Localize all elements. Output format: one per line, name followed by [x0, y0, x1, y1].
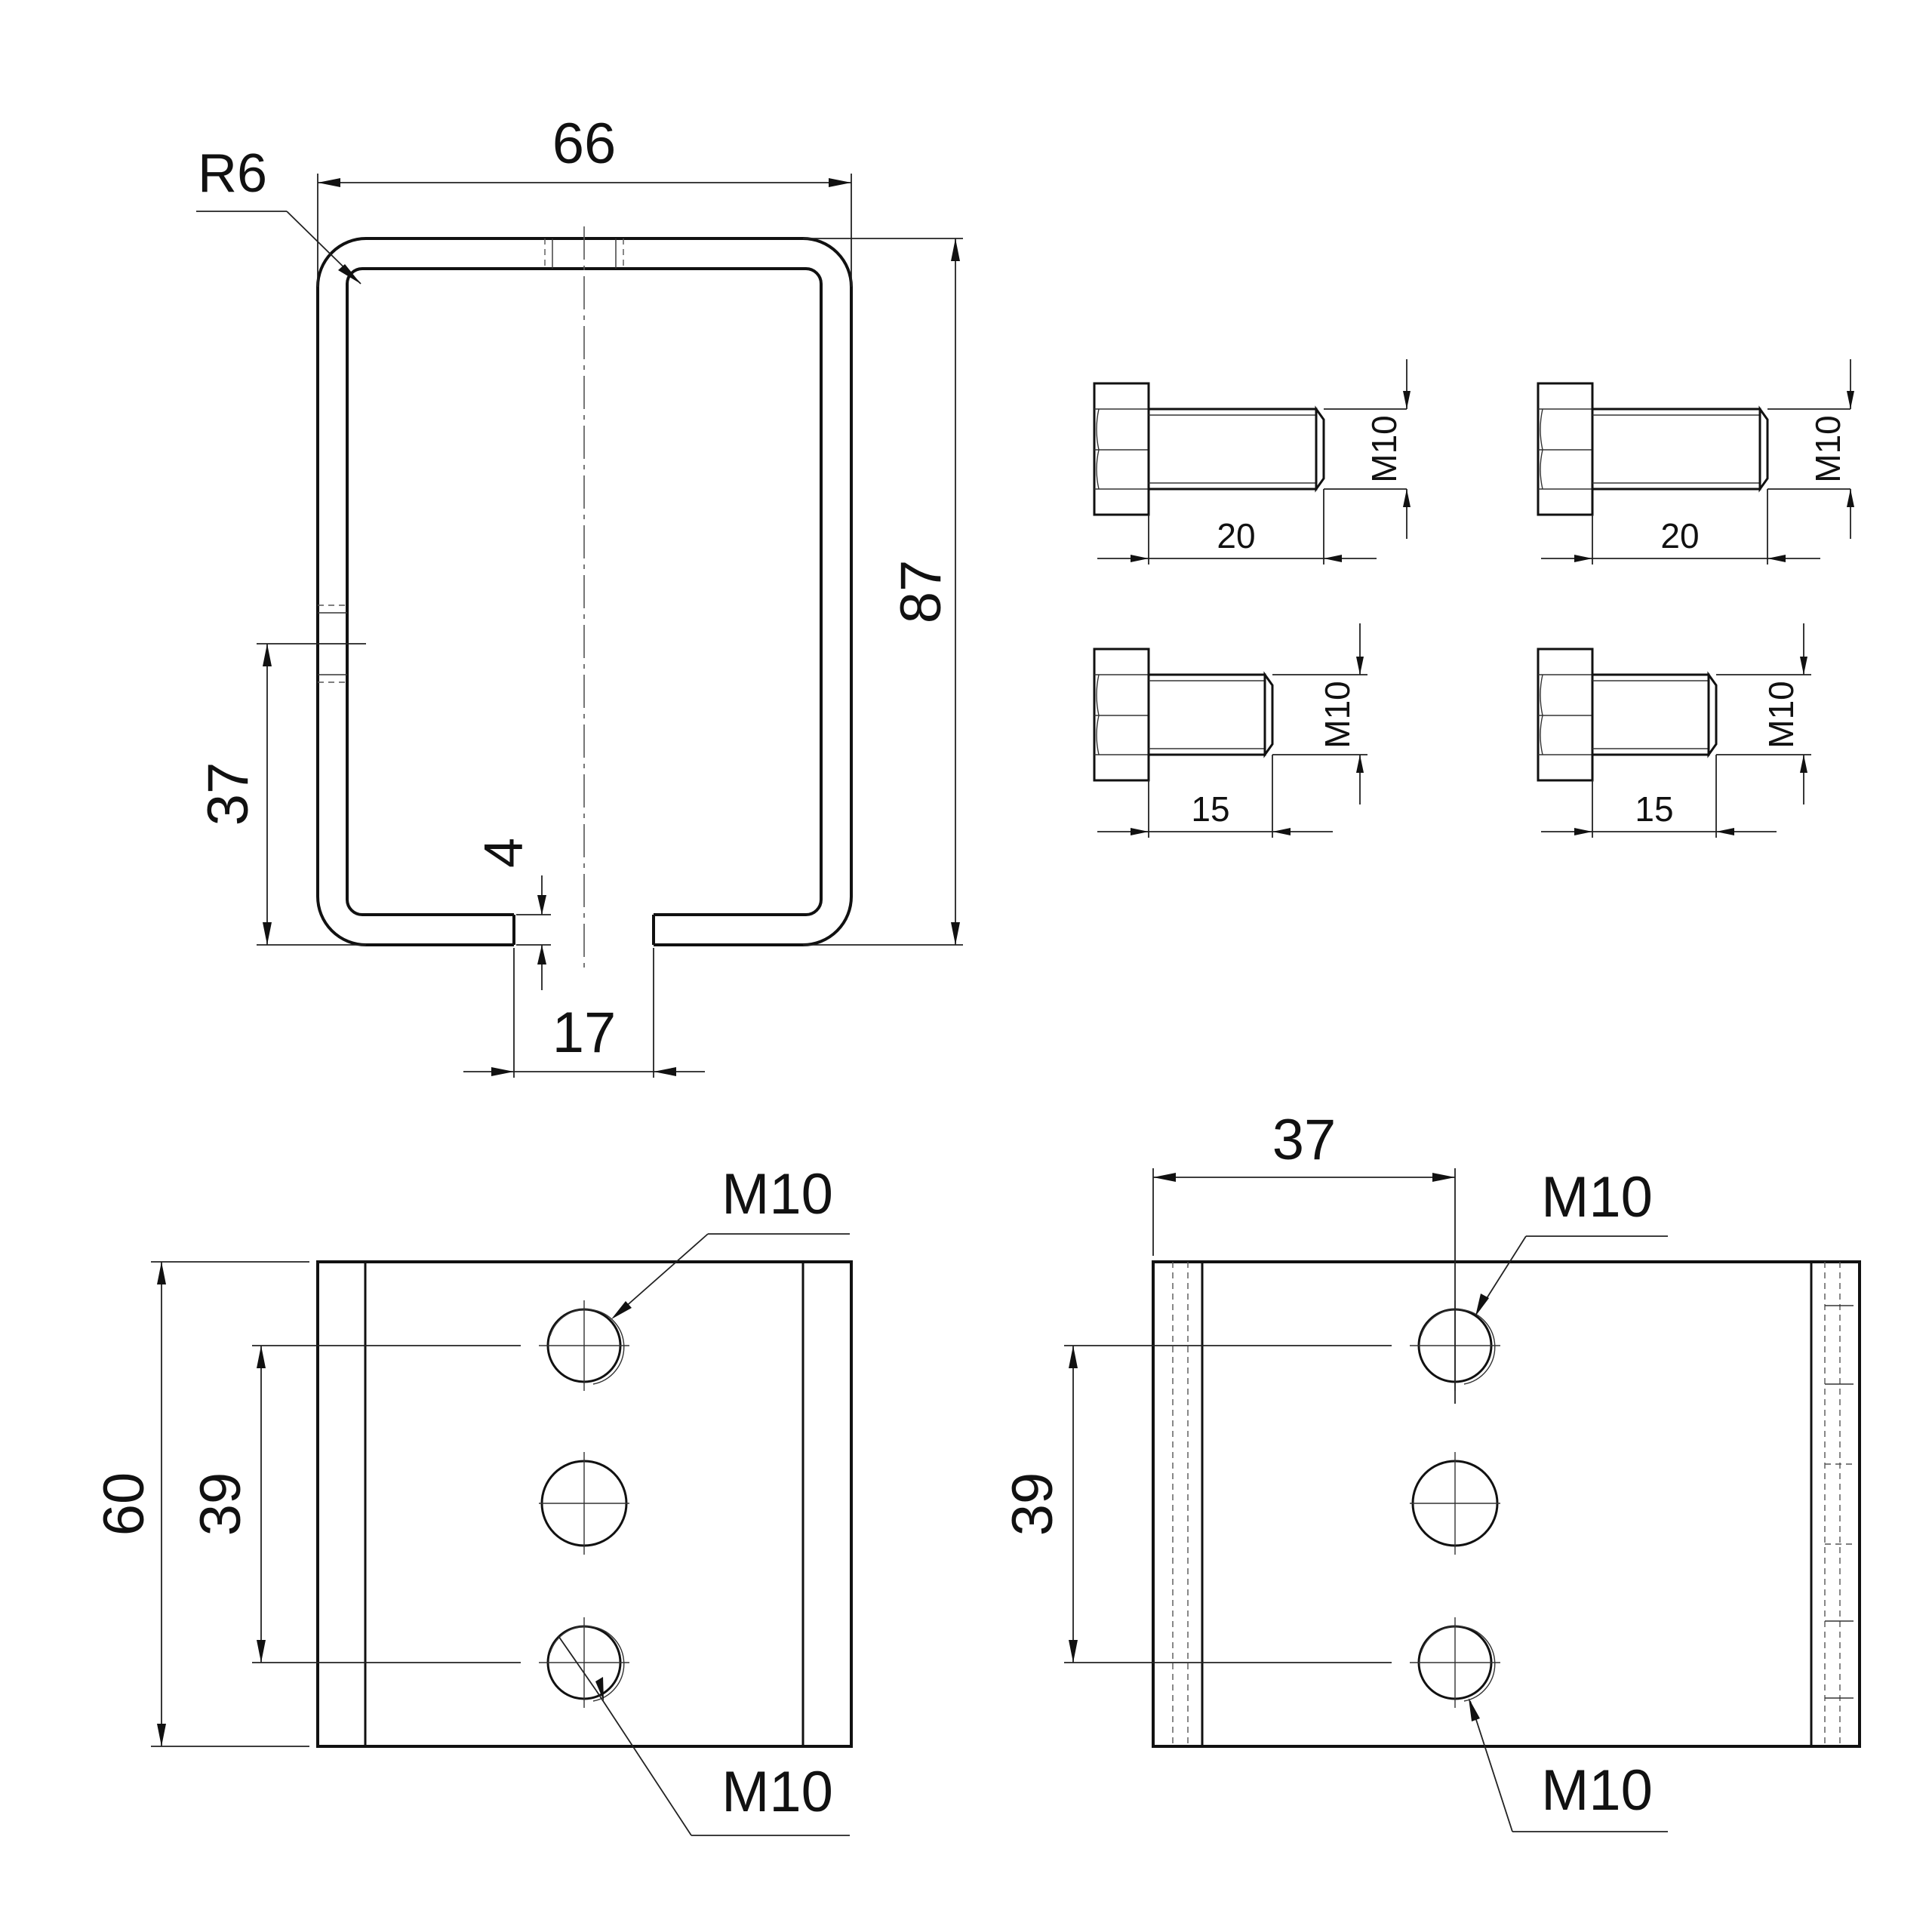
bolt-head: [1093, 382, 1150, 516]
width-label: 66: [552, 112, 617, 176]
bolt-length-arrow-left: [1574, 828, 1592, 835]
plate-left-outline: [316, 1260, 853, 1748]
plate-left-height-arrow-bottom: [157, 1724, 166, 1746]
bolt-tip: [1263, 671, 1274, 758]
bolt-length-arrow-left: [1131, 555, 1149, 562]
bolt-shank: [1591, 408, 1761, 491]
plate-left-hole-top: [539, 1300, 629, 1391]
bolt-head: [1537, 648, 1594, 782]
plate-right-outline: [1152, 1260, 1861, 1748]
width-arrow-left: [318, 178, 340, 187]
bolt-tip: [1315, 405, 1325, 493]
radius-arrow: [338, 264, 361, 284]
bolt-thread-label: M10: [1364, 415, 1404, 482]
bolt-head-chamfer: [1096, 674, 1100, 755]
bolt-length-arrow-right: [1767, 555, 1786, 562]
plate-left-bottom-leader: [595, 1690, 692, 1836]
bolt-length-label: 15: [1191, 789, 1229, 829]
thickness-label: 4: [474, 838, 534, 868]
plate-left-bottom-label: M10: [721, 1760, 833, 1824]
bolt-thread-label: M10: [1318, 681, 1357, 748]
bolt-length-arrow-left: [1574, 555, 1592, 562]
bolt-thread-label: M10: [1761, 681, 1801, 748]
plate-left-height-arrow-top: [157, 1262, 166, 1284]
height-arrow-bottom: [951, 922, 960, 945]
plate-right-spacing-arrow-bottom: [1069, 1640, 1078, 1663]
slot-arrow-left: [491, 1067, 514, 1076]
channel-profile-view: 66 R6 87 37 4 17: [196, 112, 963, 1078]
height-arrow-top: [951, 238, 960, 261]
hole-height-arrow-bottom: [263, 922, 272, 945]
plate-right-bottom-leader: [1469, 1700, 1513, 1832]
bolt-thread-label: M10: [1808, 415, 1847, 482]
plate-left-hole-bottom: [539, 1617, 629, 1708]
bolt-2: 20 M10: [1537, 359, 1854, 565]
bolt-length-arrow-right: [1272, 828, 1291, 835]
hole-height-arrow-top: [263, 644, 272, 666]
radius-label: R6: [198, 143, 267, 204]
hole-height-label: 37: [196, 762, 260, 826]
bolt-head: [1537, 382, 1594, 516]
plate-right-spacing-arrow-top: [1069, 1346, 1078, 1368]
bolt-length-label: 20: [1217, 516, 1255, 555]
plate-left-top-leader-arrow: [611, 1301, 632, 1319]
bolt-length-arrow-right: [1716, 828, 1734, 835]
bolt-thread-arrow-top: [1356, 657, 1364, 675]
bolt-thread-arrow-bottom: [1403, 489, 1411, 507]
bolt-head-chamfer: [1096, 408, 1100, 490]
bolt-shank: [1591, 673, 1710, 756]
bolt-tip: [1707, 671, 1718, 758]
slot-label: 17: [552, 1001, 617, 1065]
plate-right-spacing-label: 39: [1001, 1472, 1065, 1537]
plate-right-hole-bottom: [1410, 1617, 1500, 1708]
bolt-head: [1093, 648, 1150, 782]
thickness-arrow-bottom: [537, 945, 546, 964]
plate-left-bottom-leader-through: [558, 1635, 597, 1691]
plate-left-bottom-leader-arrow: [595, 1677, 604, 1701]
bolt-thread-arrow-top: [1800, 657, 1807, 675]
plate-right-hole-middle: [1410, 1452, 1500, 1555]
plate-right-bottom-leader-arrow: [1469, 1698, 1480, 1721]
plate-left-spacing-arrow-bottom: [257, 1640, 266, 1663]
height-label: 87: [889, 560, 953, 624]
bolt-length-label: 15: [1635, 789, 1673, 829]
plate-right-offset-label: 37: [1272, 1108, 1337, 1172]
thickness-arrow-top: [537, 895, 546, 915]
bolt-thread-arrow-top: [1847, 391, 1854, 409]
plate-left-hole-middle: [539, 1452, 629, 1555]
plate-right-top-leader-arrow: [1475, 1294, 1489, 1316]
width-arrow-right: [829, 178, 851, 187]
bolt-shank: [1147, 673, 1266, 756]
bolt-4: 15 M10: [1537, 623, 1811, 838]
plate-left-view: 60 39 M10 M10: [92, 1162, 853, 1836]
bolt-1: 20 M10: [1093, 359, 1411, 565]
bolt-shank: [1147, 408, 1318, 491]
bolt-tip: [1758, 405, 1769, 493]
slot-arrow-right: [654, 1067, 676, 1076]
bolt-thread-arrow-bottom: [1847, 489, 1854, 507]
bolt-thread-arrow-bottom: [1356, 755, 1364, 773]
plate-right-top-label: M10: [1541, 1165, 1653, 1229]
plate-right-view: 37 39 M10 M10: [1001, 1108, 1861, 1832]
bolt-length-arrow-left: [1131, 828, 1149, 835]
bolt-head-chamfer: [1540, 408, 1543, 490]
plate-right-offset-arrow-right: [1432, 1173, 1455, 1182]
plate-left-top-leader: [617, 1233, 709, 1315]
bolt-thread-arrow-bottom: [1800, 755, 1807, 773]
bolt-length-arrow-right: [1324, 555, 1342, 562]
plate-right-bottom-label: M10: [1541, 1758, 1653, 1823]
plate-left-spacing-arrow-top: [257, 1346, 266, 1368]
plate-left-top-label: M10: [721, 1162, 833, 1226]
plate-left-spacing-label: 39: [189, 1472, 253, 1537]
bolt-thread-arrow-top: [1403, 391, 1411, 409]
bolt-length-label: 20: [1660, 516, 1699, 555]
bolt-head-chamfer: [1540, 674, 1543, 755]
plate-right-offset-arrow-left: [1153, 1173, 1176, 1182]
plate-left-height-label: 60: [92, 1472, 156, 1537]
bolt-3: 15 M10: [1093, 623, 1367, 838]
